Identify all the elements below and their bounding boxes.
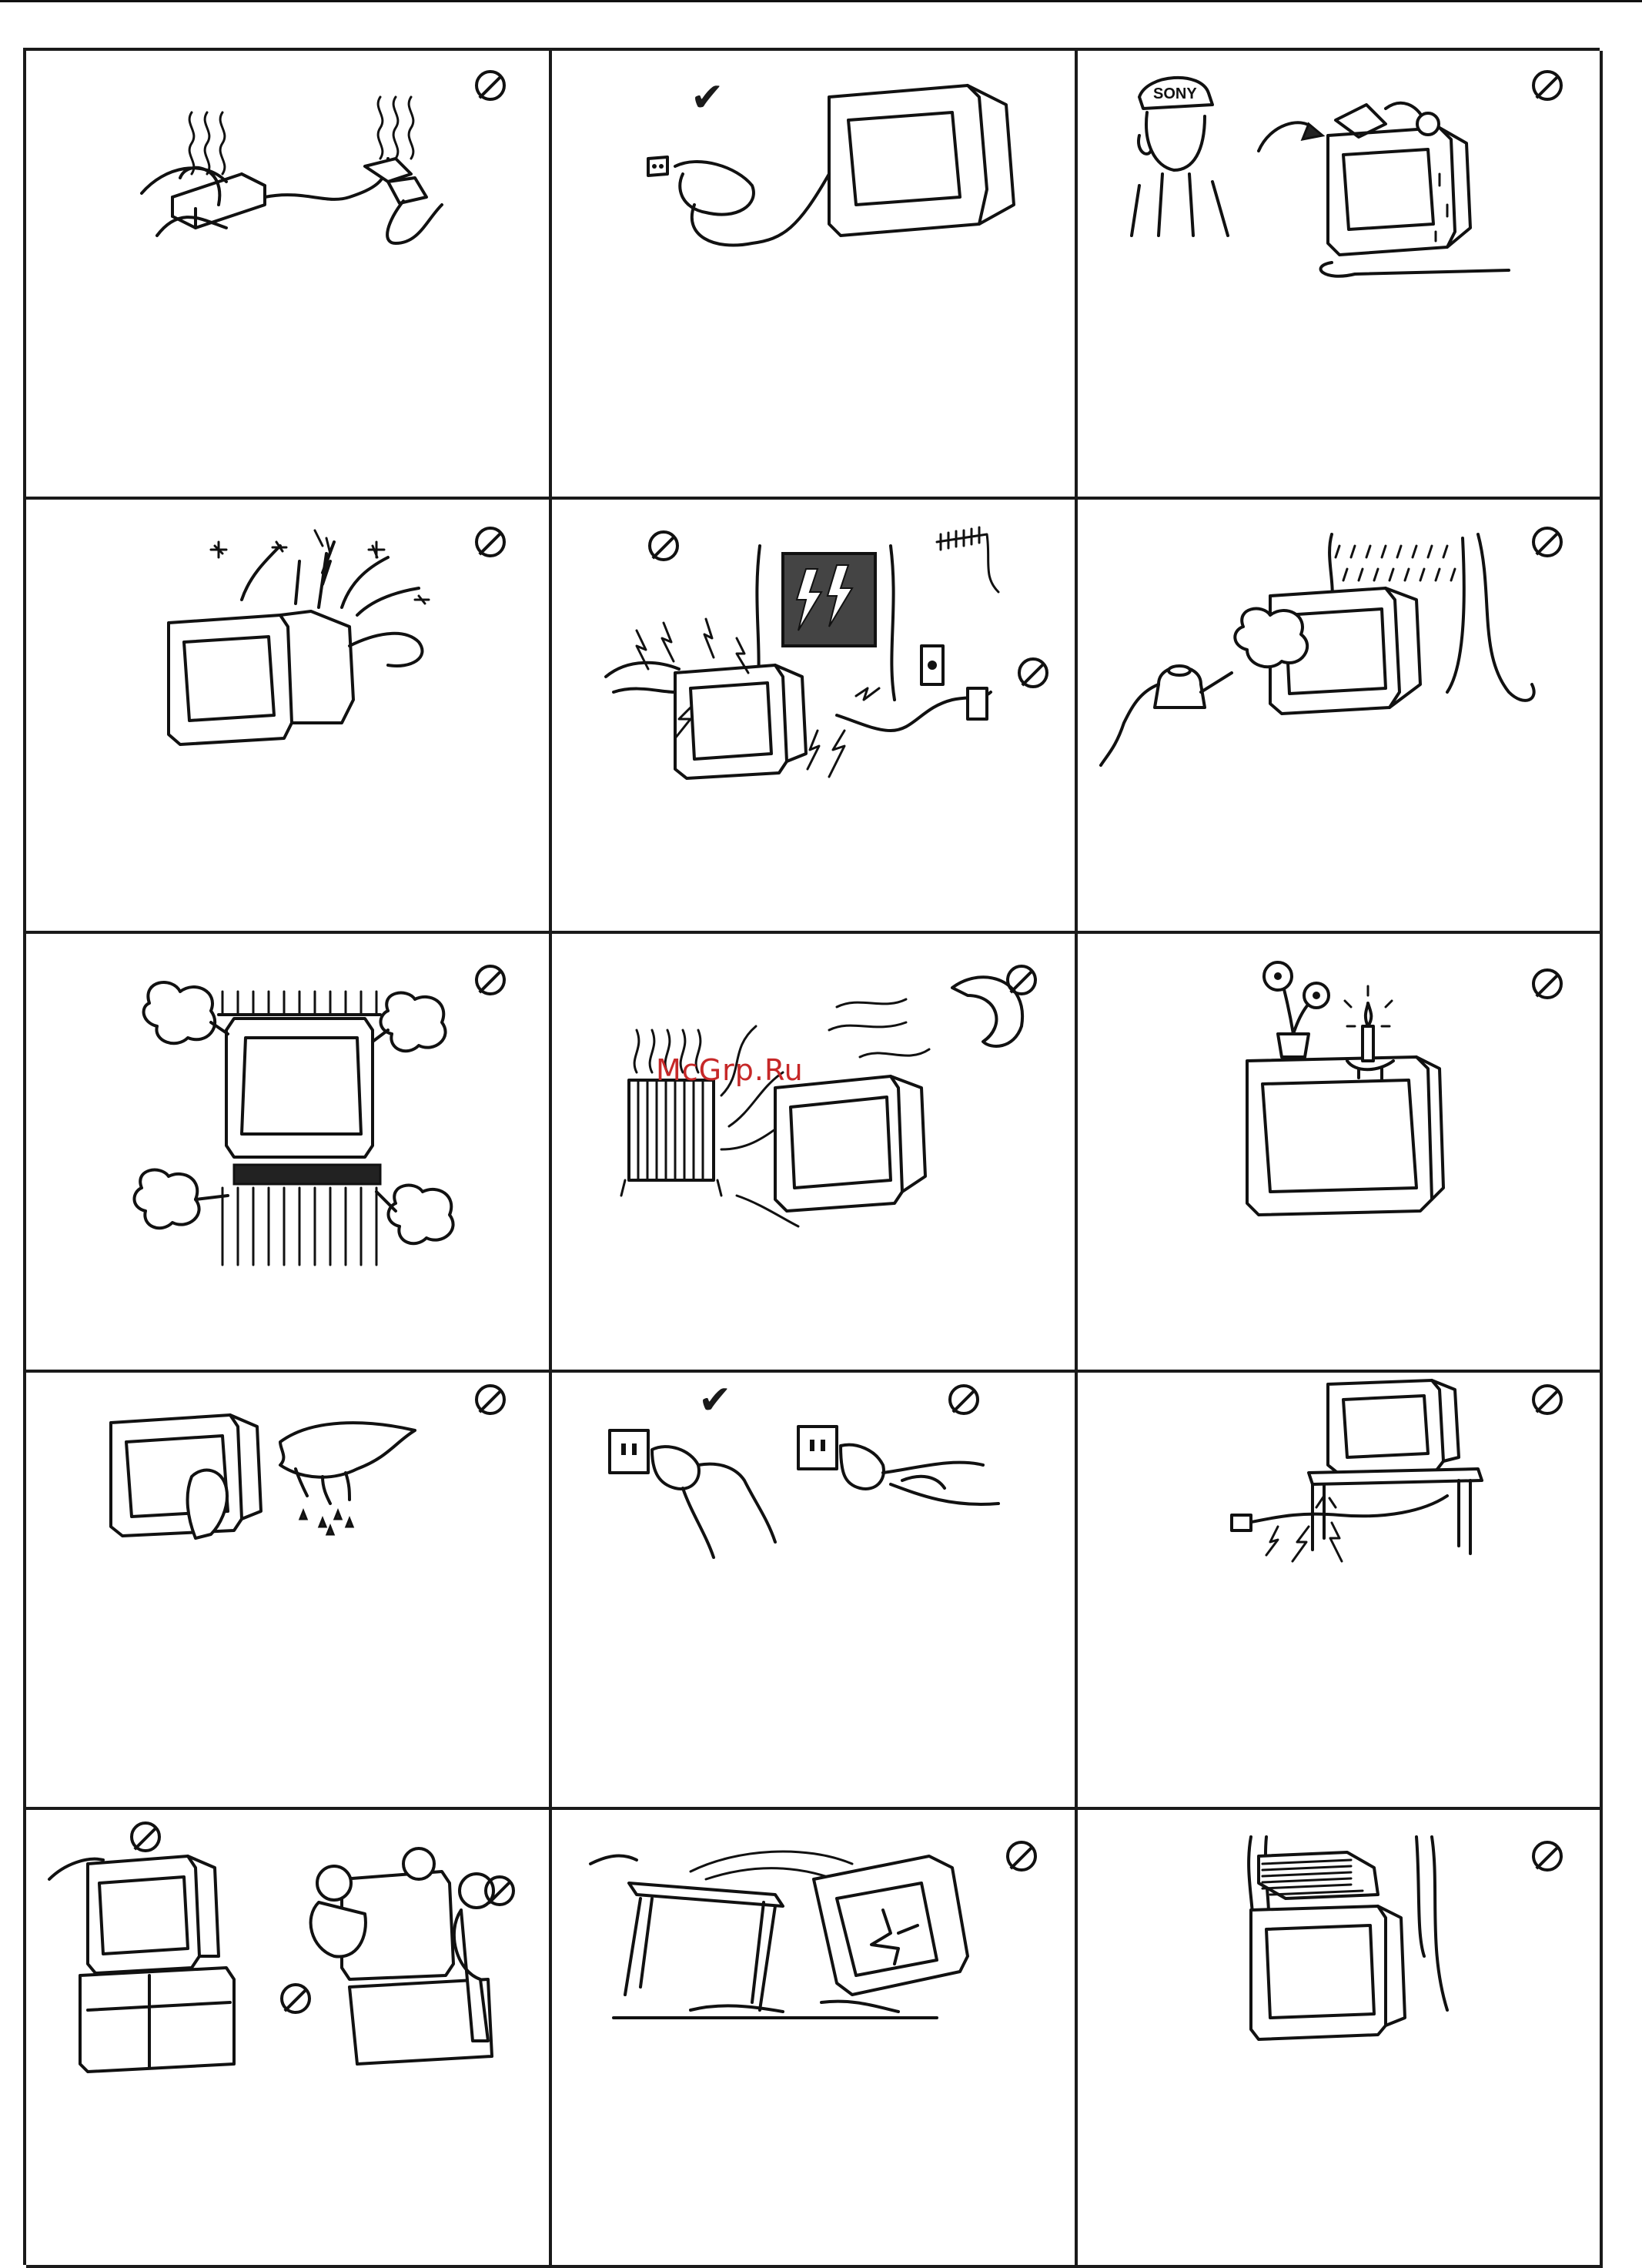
panel-pull-by-plug: ✔ — [552, 1373, 1078, 1810]
panel-lightning-storm — [552, 500, 1078, 934]
prohibit-icon — [484, 1875, 515, 1906]
broken-tv-icon — [814, 1856, 968, 1995]
checkmark-icon: ✔ — [691, 78, 724, 118]
panel-heat-sources: McGrp.Ru — [552, 934, 1078, 1373]
prohibit-icon — [1532, 70, 1563, 101]
prohibit-icon — [648, 530, 679, 561]
objects-scene — [1078, 934, 1600, 1370]
ventilation-scene — [26, 934, 549, 1370]
cord-spark-icon — [1266, 1496, 1342, 1561]
flower-pot-icon — [1278, 1034, 1309, 1057]
panel-cord-damage — [1078, 1373, 1603, 1810]
panel-unstable-table — [552, 1810, 1078, 2268]
plug-scene — [552, 1373, 1075, 1807]
lightning-scene — [552, 500, 1075, 931]
panel-stack-on-top — [1078, 1810, 1603, 2268]
panel-blocked-ventilation — [26, 934, 552, 1373]
panel-cleaning-cloth — [26, 1373, 552, 1810]
wet-cloth-icon — [280, 1423, 415, 1477]
rain-icon — [1336, 546, 1455, 580]
svg-text:SONY: SONY — [1153, 85, 1197, 102]
power-strip-icon — [26, 51, 549, 497]
service-scene: SONY — [1078, 51, 1600, 497]
tv-icon — [88, 1856, 199, 1973]
prohibit-icon — [130, 1821, 161, 1852]
tv-stand-icon — [1309, 1469, 1482, 1484]
prohibit-icon — [948, 1384, 979, 1415]
prohibit-icon — [1532, 1384, 1563, 1415]
prohibit-icon — [1532, 1841, 1563, 1872]
panel-unplug-by-plug: ✔ — [552, 51, 1078, 500]
radiator-icon — [629, 1080, 714, 1180]
illustration-grid: ✔ SONY — [23, 48, 1600, 2265]
panel-objects-on-top — [1078, 934, 1603, 1373]
prohibit-icon — [1532, 968, 1563, 999]
prohibit-icon — [1532, 527, 1563, 557]
prohibit-icon — [475, 1384, 506, 1415]
prohibit-icon — [475, 70, 506, 101]
tv-icon — [552, 51, 1075, 497]
panel-overloaded-outlets — [26, 51, 552, 500]
prohibit-icon — [1006, 965, 1037, 995]
curtain-icon — [222, 992, 376, 1015]
panel-call-sony-service: SONY — [1078, 51, 1603, 500]
plug-icon — [652, 1447, 699, 1489]
prohibit-icon — [475, 965, 506, 995]
prohibit-icon — [280, 1983, 311, 2014]
cord-scene — [1078, 1373, 1600, 1807]
prohibit-icon — [1006, 1841, 1037, 1872]
panel-do-not-open-cabinet — [26, 500, 552, 934]
tv-icon — [26, 500, 549, 931]
panel-children-climbing — [26, 1810, 552, 2268]
prohibit-icon — [475, 527, 506, 557]
antenna-icon — [937, 527, 998, 592]
checkmark-icon: ✔ — [698, 1380, 732, 1420]
stack-scene — [1078, 1810, 1600, 2265]
cleaning-scene — [26, 1373, 549, 1807]
top-rule — [0, 0, 1642, 2]
steam-scene — [1078, 500, 1600, 931]
heat-scene — [552, 934, 1075, 1370]
watermark: McGrp.Ru — [656, 1053, 804, 1087]
table-scene — [552, 1810, 1075, 2265]
prohibit-icon — [1018, 657, 1048, 688]
children-scene — [26, 1810, 549, 2265]
candle-icon — [1363, 1026, 1373, 1061]
panel-humidity-steam — [1078, 500, 1603, 934]
